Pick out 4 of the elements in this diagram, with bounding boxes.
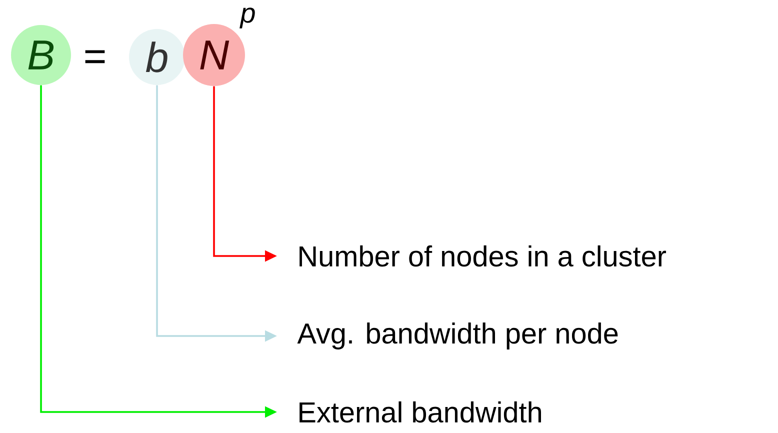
description-text: External bandwidth	[300, 401, 541, 423]
equals-sign: =	[85, 50, 105, 64]
description-text: Number of nodes in a cluster	[300, 245, 666, 267]
description-text: Avg. bandwidth per node	[297, 322, 618, 350]
